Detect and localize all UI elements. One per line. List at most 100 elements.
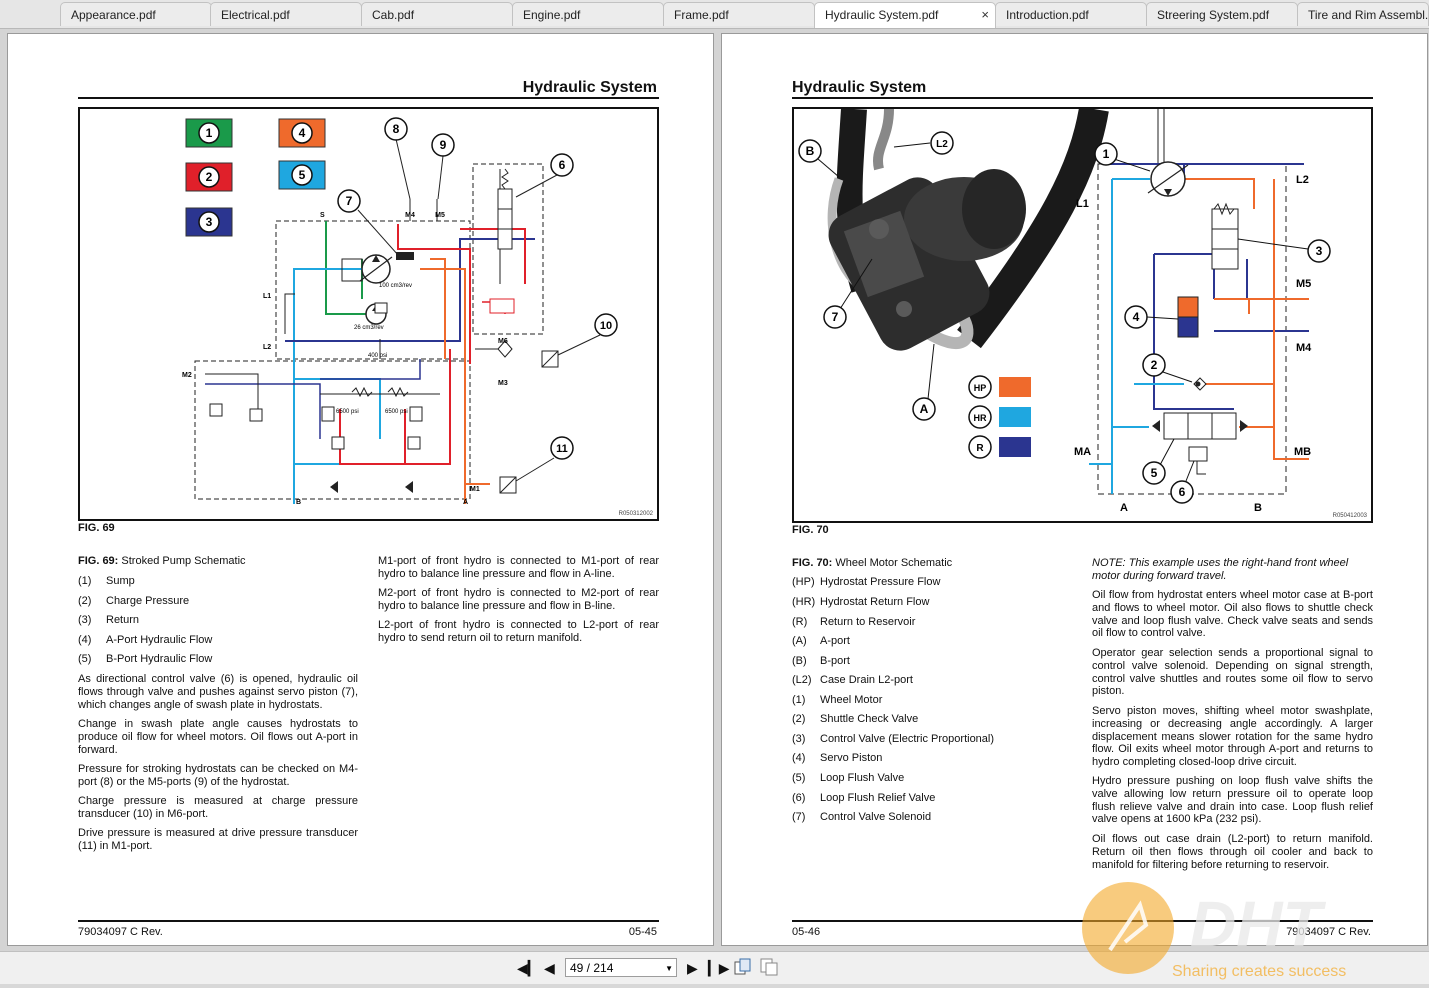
port-l1-label: L1 xyxy=(263,293,271,300)
legend-key: (HP) xyxy=(792,576,815,588)
callout-3: 3 xyxy=(206,215,213,229)
key-hp-swatch xyxy=(999,377,1031,397)
note: NOTE: This example uses the right-hand f… xyxy=(1092,557,1373,583)
first-page-icon[interactable]: ◀▎ xyxy=(517,960,539,976)
body-paragraph: Oil flows out case drain (L2-port) to re… xyxy=(1092,833,1373,871)
footer-page-number: 05-45 xyxy=(628,926,657,938)
tab-label: Appearance.pdf xyxy=(71,8,156,22)
fit-page-icon[interactable] xyxy=(760,958,778,979)
legend-key: (HR) xyxy=(792,596,816,608)
last-page-icon[interactable]: ▎▶ xyxy=(708,960,730,976)
callout-7: 7 xyxy=(346,194,353,208)
tab-cab[interactable]: Cab.pdf xyxy=(361,2,513,26)
page-indicator: 49 / 214 xyxy=(570,961,614,975)
tab-introduction[interactable]: Introduction.pdf xyxy=(995,2,1147,26)
title-rule xyxy=(792,97,1373,99)
tab-frame[interactable]: Frame.pdf xyxy=(663,2,815,26)
legend-item: (HR)Hydrostat Return Flow xyxy=(792,596,929,608)
legend-item: (5) B-Port Hydraulic Flow xyxy=(78,653,212,665)
legend-item: (1)Wheel Motor xyxy=(792,694,882,706)
note-text: This example uses the right-hand front w… xyxy=(1092,557,1349,582)
chevron-down-icon[interactable]: ▼ xyxy=(665,964,673,973)
photo-callout-b: B xyxy=(806,144,815,158)
relief-a-setting: 6500 psi xyxy=(336,409,359,415)
body-paragraph: As directional control valve (6) is open… xyxy=(78,673,358,711)
tab-label: Introduction.pdf xyxy=(1006,8,1089,22)
legend-label: Charge Pressure xyxy=(106,595,190,607)
tab-appearance[interactable]: Appearance.pdf xyxy=(60,2,212,26)
port-m4-label: M4 xyxy=(405,212,415,219)
legend-key: (5) xyxy=(78,653,92,665)
callout-4: 4 xyxy=(1133,310,1140,324)
callout-1: 1 xyxy=(206,126,213,140)
port-m3-label: M3 xyxy=(498,380,508,387)
color-key-navy: 3 xyxy=(185,207,233,237)
footer-rule xyxy=(78,920,659,922)
close-icon[interactable]: × xyxy=(981,7,989,22)
key-r-swatch xyxy=(999,437,1031,457)
legend-key: (1) xyxy=(792,694,806,706)
legend-item: (B)B-port xyxy=(792,655,850,667)
port-s-label: S xyxy=(320,212,325,219)
tab-engine[interactable]: Engine.pdf xyxy=(512,2,664,26)
port-l1-label: L1 xyxy=(1076,198,1089,210)
charge-displacement: 26 cm3/rev xyxy=(354,325,384,331)
footer-doc-number: 79034097 C Rev. xyxy=(1286,926,1371,938)
footer-rule xyxy=(792,920,1373,922)
legend-key: (5) xyxy=(792,772,806,784)
caption-number: FIG. 70: xyxy=(792,557,833,569)
legend-item: (3)Return xyxy=(78,614,139,626)
page-title: Hydraulic System xyxy=(522,79,657,96)
legend-label: Sump xyxy=(106,575,135,587)
legend-label: B-Port Hydraulic Flow xyxy=(106,653,213,665)
tab-electrical[interactable]: Electrical.pdf xyxy=(210,2,362,26)
key-r-label: R xyxy=(976,443,984,454)
callout-5: 5 xyxy=(1151,466,1158,480)
copy-page-icon[interactable] xyxy=(734,958,752,979)
legend-label: Case Drain L2-port xyxy=(820,674,913,686)
footer-page-number: 05-46 xyxy=(792,926,821,938)
color-key-orange: 4 xyxy=(278,118,326,148)
prev-page-icon[interactable]: ◀ xyxy=(544,960,555,976)
tab-tire-and-rim[interactable]: Tire and Rim Assembl... xyxy=(1297,2,1429,26)
port-m5-label: M5 xyxy=(1296,278,1311,290)
next-page-icon[interactable]: ▶ xyxy=(687,960,698,976)
page-number-input[interactable]: 49 / 214 ▼ xyxy=(565,958,677,977)
body-paragraph: Drive pressure is measured at drive pres… xyxy=(78,827,358,852)
port-m2-label: M2 xyxy=(182,372,192,379)
callout-6: 6 xyxy=(1179,485,1186,499)
body-paragraph: Operator gear selection sends a proporti… xyxy=(1092,647,1373,698)
callout-4: 4 xyxy=(299,126,306,140)
photo-callout-a: A xyxy=(920,402,929,416)
tab-label: Engine.pdf xyxy=(523,8,581,22)
footer-doc-number: 79034097 C Rev. xyxy=(78,926,163,938)
port-l2-label: L2 xyxy=(263,344,271,351)
legend-label: Loop Flush Valve xyxy=(820,772,905,784)
legend-label: Return to Reservoir xyxy=(820,616,916,628)
legend-label: A-Port Hydraulic Flow xyxy=(106,634,213,646)
document-viewer[interactable]: Hydraulic System 1 2 3 xyxy=(0,29,1429,951)
callout-9: 9 xyxy=(440,138,447,152)
tab-hydraulic-system[interactable]: Hydraulic System.pdf× xyxy=(814,2,996,28)
legend-label: Control Valve Solenoid xyxy=(820,811,932,823)
page-title: Hydraulic System xyxy=(792,79,927,96)
key-hp-label: HP xyxy=(974,383,987,393)
tab-streering-system[interactable]: Streering System.pdf xyxy=(1146,2,1298,26)
caption-text: Stroked Pump Schematic xyxy=(121,555,246,567)
legend-label: Servo Piston xyxy=(820,752,883,764)
legend-label: Control Valve (Electric Proportional) xyxy=(820,733,995,745)
figure-69-stroked-pump-schematic: 1 2 3 4 xyxy=(78,107,659,521)
callout-2: 2 xyxy=(206,170,213,184)
port-a-label: A xyxy=(463,499,468,506)
port-m1-label: M1 xyxy=(470,486,480,493)
legend-item: (R)Return to Reservoir xyxy=(792,616,915,628)
body-paragraph: Hydro pressure pushing on loop flush val… xyxy=(1092,775,1373,826)
wheel-motor-diagram: B L2 7 A HP HR R xyxy=(798,106,1331,514)
photo-callout-l2: L2 xyxy=(936,139,948,150)
legend-label: A-port xyxy=(820,635,850,647)
callout-10: 10 xyxy=(600,320,612,332)
port-ma-label: MA xyxy=(1074,446,1091,458)
key-hr-swatch xyxy=(999,407,1031,427)
legend-item: (A)A-port xyxy=(792,635,850,647)
callout-3: 3 xyxy=(1316,244,1323,258)
